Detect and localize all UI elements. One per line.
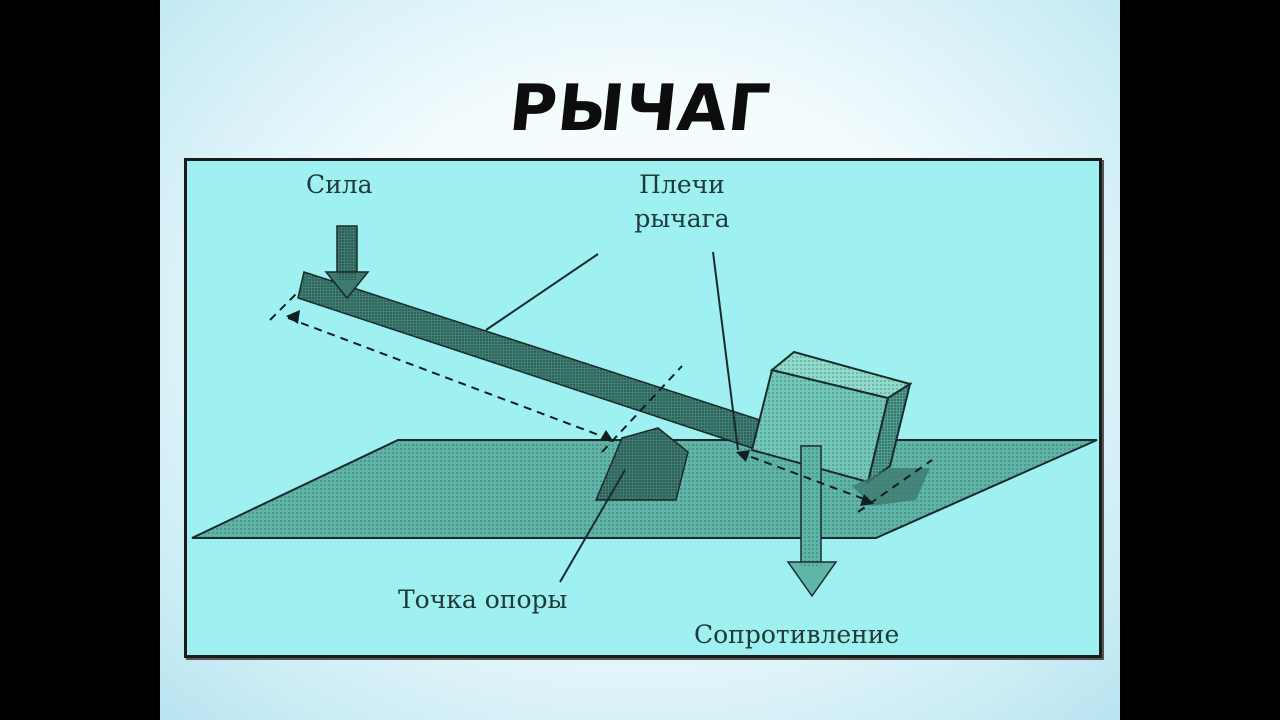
lever-arm-arrowheads [286,310,874,506]
force-arrow [324,225,370,300]
label-resistance: Сопротивление [694,620,900,649]
label-pointers [485,251,739,583]
label-fulcrum: Точка опоры [398,585,568,614]
label-force: Сила [306,170,373,199]
label-lever-arms-line1: Плечи [639,170,725,199]
resistance-arrow [786,445,838,598]
label-lever-arms-line2: рычага [634,204,730,233]
